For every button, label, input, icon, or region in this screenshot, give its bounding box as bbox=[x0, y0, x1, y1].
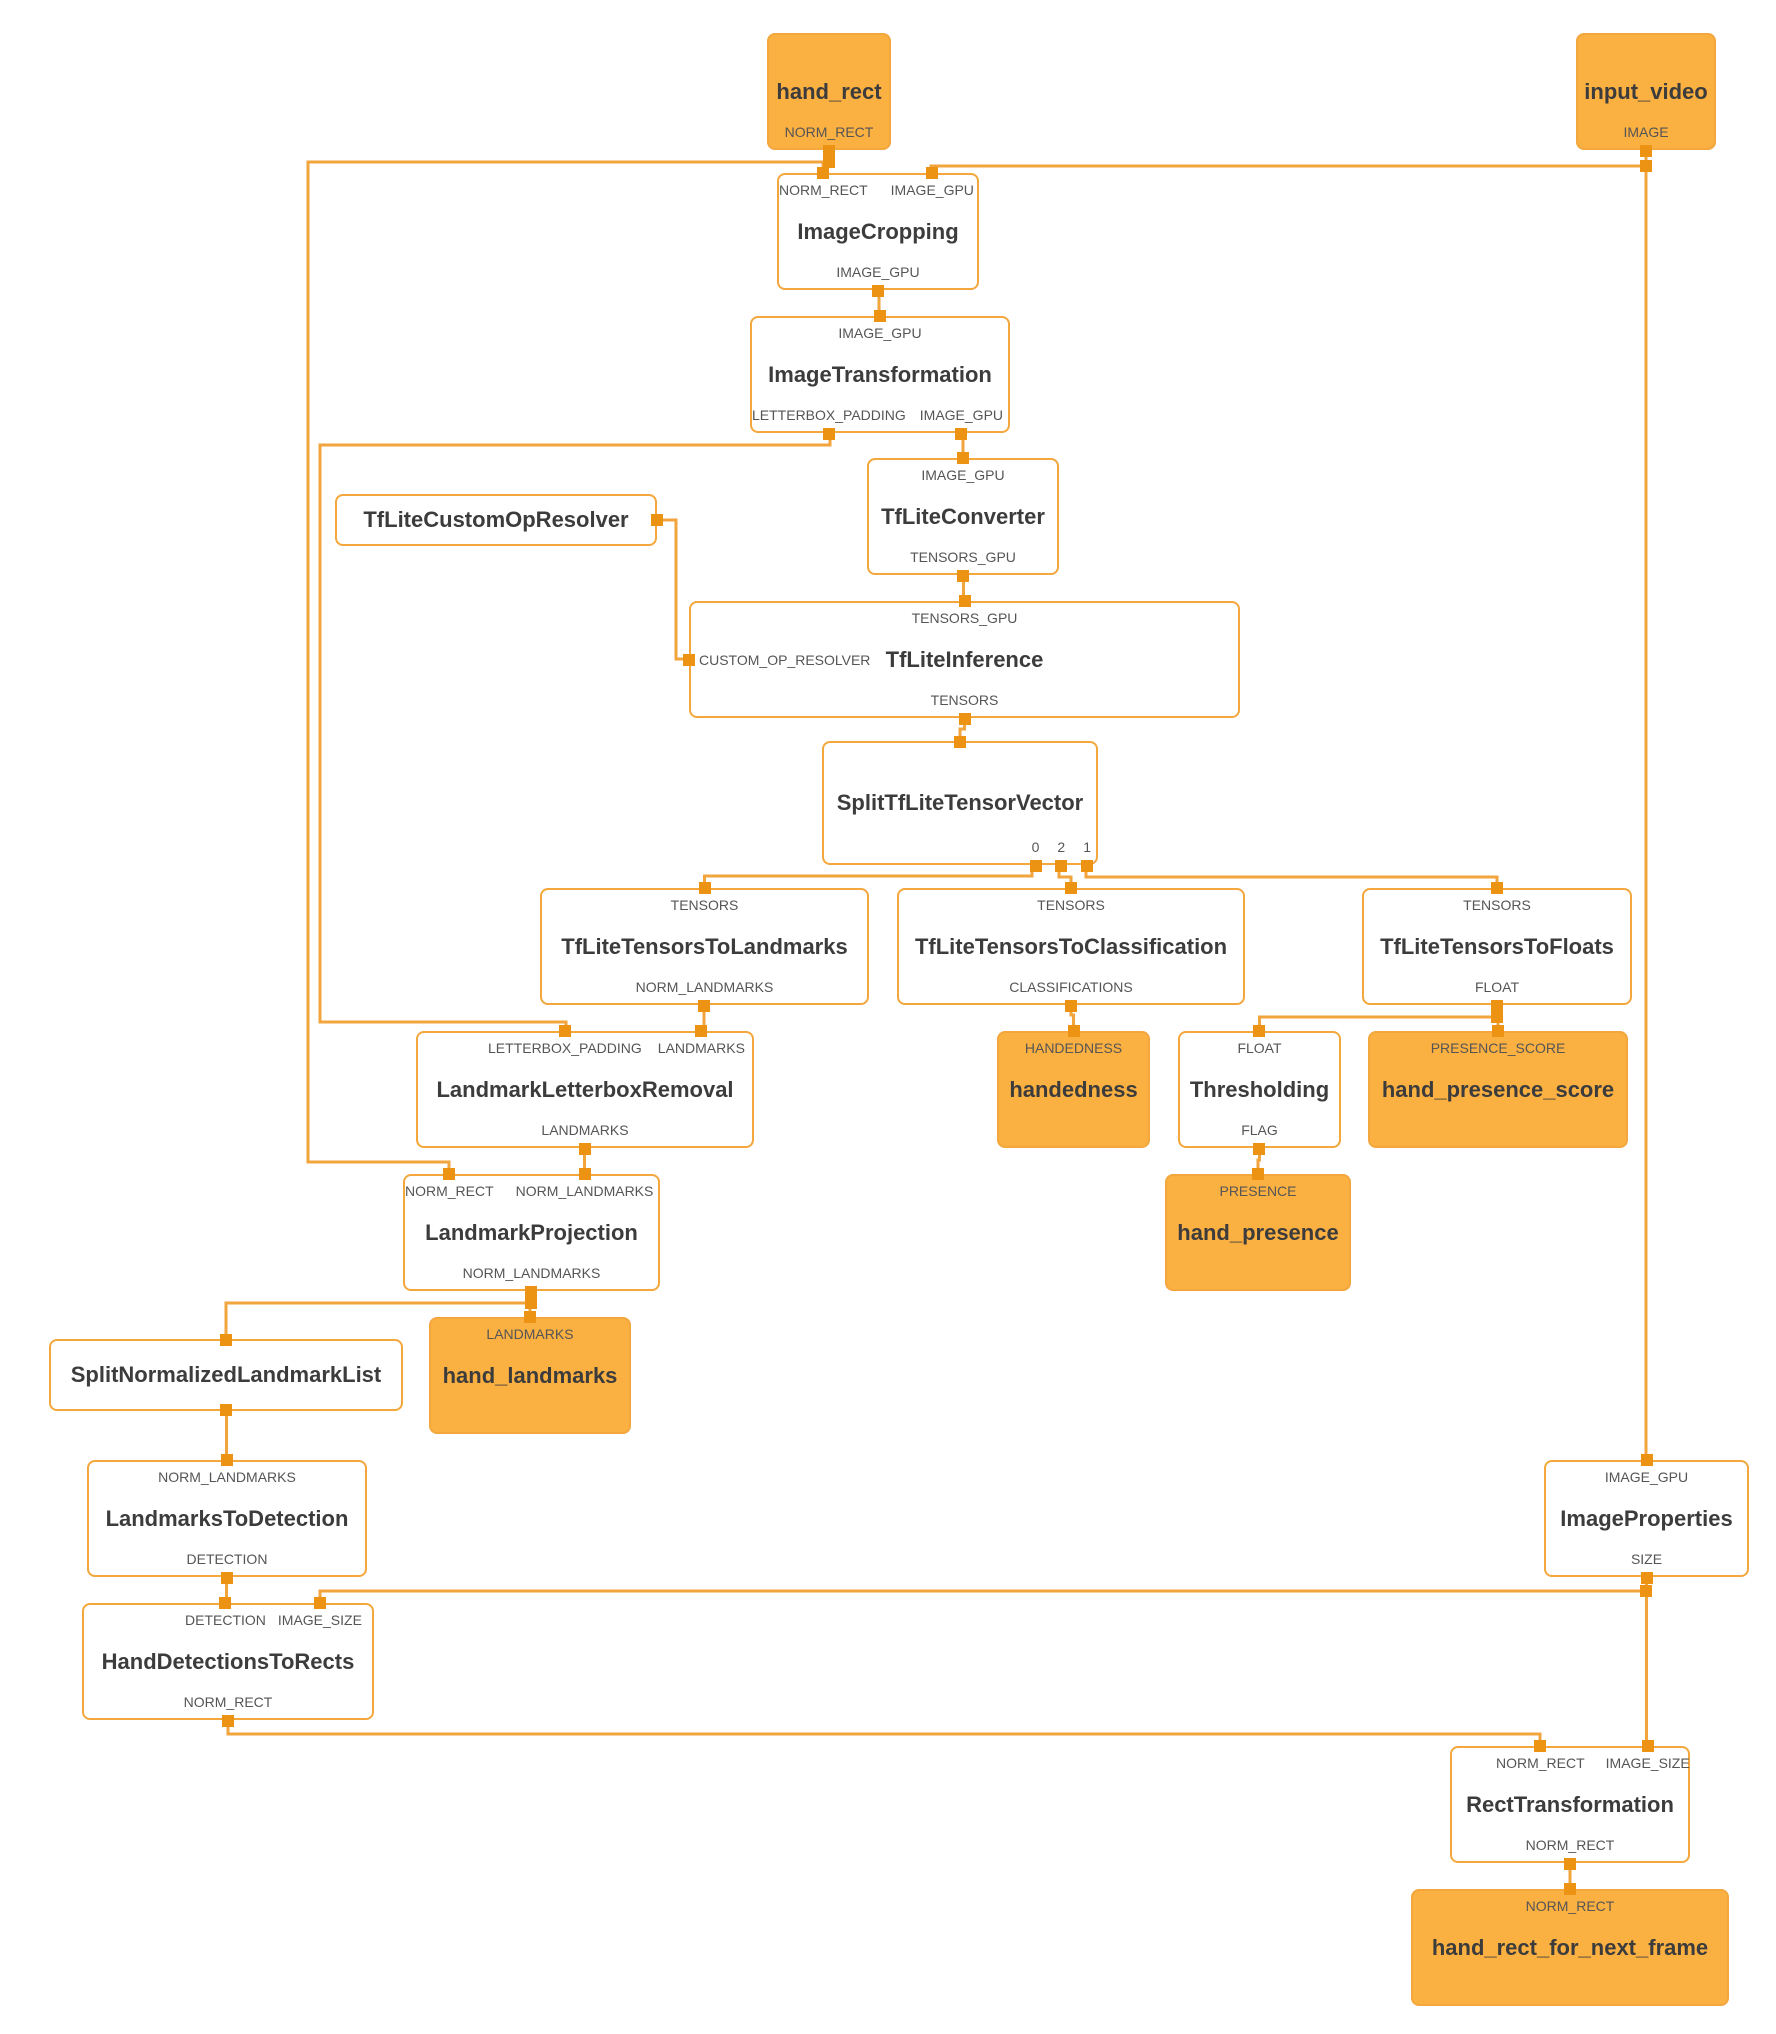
port-out: NORM_LANDMARKS bbox=[462, 1265, 601, 1298]
port-out: IMAGE_GPU bbox=[919, 407, 1004, 440]
node-title: HandDetectionsToRects bbox=[101, 1648, 355, 1674]
node-thresholding[interactable]: FLOAT Thresholding FLAG bbox=[1178, 1024, 1341, 1155]
port-in: CUSTOM_OP_RESOLVER bbox=[699, 651, 871, 668]
port-out: TENSORS_GPU bbox=[910, 549, 1016, 582]
port-out: CLASSIFICATIONS bbox=[1009, 979, 1133, 1012]
port-out: FLOAT bbox=[1474, 979, 1520, 1012]
node-title: handedness bbox=[1009, 1076, 1138, 1102]
node-split-normalized-landmark-list[interactable]: SplitNormalizedLandmarkList bbox=[49, 1334, 403, 1416]
node-title: TfLiteTensorsToClassification bbox=[914, 933, 1228, 959]
port-in: IMAGE_SIZE bbox=[1605, 1739, 1690, 1771]
port-in: FLOAT bbox=[1237, 1024, 1282, 1056]
node-title: LandmarksToDetection bbox=[105, 1505, 349, 1531]
port-out: NORM_LANDMARKS bbox=[635, 979, 774, 1012]
port-in: IMAGE_GPU bbox=[1604, 1453, 1689, 1485]
node-rect-transformation[interactable]: NORM_RECT IMAGE_SIZE RectTransformation … bbox=[1450, 1739, 1690, 1870]
node-tflite-inference[interactable]: TENSORS_GPU CUSTOM_OP_RESOLVER TfLiteInf… bbox=[683, 594, 1240, 725]
port-in: IMAGE_SIZE bbox=[277, 1596, 362, 1628]
port-out: TENSORS bbox=[930, 692, 999, 725]
node-title: hand_rect bbox=[776, 78, 882, 104]
port-in: NORM_RECT bbox=[779, 166, 868, 198]
port-in: NORM_LANDMARKS bbox=[515, 1167, 654, 1199]
node-title: Thresholding bbox=[1189, 1076, 1330, 1102]
port-in: NORM_LANDMARKS bbox=[158, 1453, 296, 1485]
node-landmark-letterbox-removal[interactable]: LETTERBOX_PADDING LANDMARKS LandmarkLett… bbox=[416, 1024, 754, 1155]
port-marker bbox=[683, 653, 695, 666]
node-title: LandmarkLetterboxRemoval bbox=[436, 1076, 734, 1102]
node-hand-detections-to-rects[interactable]: DETECTION IMAGE_SIZE HandDetectionsToRec… bbox=[82, 1596, 374, 1727]
node-tflite-tensors-to-classification[interactable]: TENSORS TfLiteTensorsToClassification CL… bbox=[897, 881, 1245, 1012]
port-marker bbox=[651, 514, 663, 526]
node-image-properties[interactable]: IMAGE_GPU ImageProperties SIZE bbox=[1544, 1453, 1749, 1584]
port-in: PRESENCE bbox=[1219, 1167, 1297, 1199]
node-title: SplitNormalizedLandmarkList bbox=[70, 1362, 382, 1387]
port-in: NORM_RECT bbox=[405, 1167, 494, 1199]
node-title: input_video bbox=[1584, 78, 1708, 104]
node-title: hand_presence bbox=[1177, 1219, 1339, 1245]
node-tflite-tensors-to-landmarks[interactable]: TENSORS TfLiteTensorsToLandmarks NORM_LA… bbox=[540, 881, 869, 1012]
port-in: HANDEDNESS bbox=[1024, 1024, 1123, 1056]
port-out: IMAGE_GPU bbox=[836, 264, 920, 297]
node-hand-rect[interactable]: hand_rect NORM_RECT bbox=[767, 33, 891, 157]
port-in: TENSORS bbox=[1463, 881, 1531, 913]
node-landmark-projection[interactable]: NORM_RECT NORM_LANDMARKS LandmarkProject… bbox=[403, 1167, 660, 1298]
port-in: IMAGE_GPU bbox=[838, 309, 922, 341]
port-marker bbox=[954, 736, 966, 748]
node-handedness[interactable]: HANDEDNESS handedness bbox=[997, 1024, 1150, 1148]
node-title: hand_rect_for_next_frame bbox=[1431, 1934, 1709, 1960]
port-out: DETECTION bbox=[186, 1551, 268, 1584]
node-title: hand_presence_score bbox=[1381, 1076, 1615, 1102]
node-title: TfLiteTensorsToLandmarks bbox=[561, 933, 848, 959]
port-in: IMAGE_GPU bbox=[890, 166, 974, 198]
node-title: hand_landmarks bbox=[442, 1362, 618, 1388]
node-title: TfLiteTensorsToFloats bbox=[1380, 933, 1614, 959]
port-in: LANDMARKS bbox=[486, 1310, 574, 1342]
port-in: IMAGE_GPU bbox=[921, 451, 1005, 483]
node-landmarks-to-detection[interactable]: NORM_LANDMARKS LandmarksToDetection DETE… bbox=[87, 1453, 367, 1584]
node-title: ImageCropping bbox=[797, 218, 959, 244]
port-marker bbox=[220, 1334, 232, 1346]
node-hand-rect-for-next-frame[interactable]: NORM_RECT hand_rect_for_next_frame bbox=[1411, 1882, 1729, 2006]
node-title: LandmarkProjection bbox=[425, 1219, 638, 1245]
port-out: SIZE bbox=[1630, 1551, 1663, 1584]
node-tflite-tensors-to-floats[interactable]: TENSORS TfLiteTensorsToFloats FLOAT bbox=[1362, 881, 1632, 1012]
port-in: TENSORS bbox=[670, 881, 739, 913]
node-title: TfLiteInference bbox=[885, 646, 1044, 672]
node-title: ImageTransformation bbox=[768, 361, 992, 387]
port-out: NORM_RECT bbox=[1525, 1837, 1615, 1870]
node-split-tflite-tensor-vector[interactable]: SplitTfLiteTensorVector 0 2 1 bbox=[822, 736, 1098, 872]
port-in: TENSORS bbox=[1037, 881, 1105, 913]
node-title: SplitTfLiteTensorVector bbox=[836, 790, 1084, 815]
port-in: NORM_RECT bbox=[1496, 1739, 1585, 1771]
port-in: NORM_RECT bbox=[1525, 1882, 1615, 1914]
node-tflite-converter[interactable]: IMAGE_GPU TfLiteConverter TENSORS_GPU bbox=[867, 451, 1059, 582]
port-out: NORM_RECT bbox=[784, 124, 874, 157]
node-title: RectTransformation bbox=[1466, 1791, 1674, 1817]
port-out: IMAGE bbox=[1623, 124, 1669, 157]
port-out: 1 bbox=[1081, 839, 1093, 872]
node-image-transformation[interactable]: IMAGE_GPU ImageTransformation LETTERBOX_… bbox=[750, 309, 1010, 440]
port-out: FLAG bbox=[1241, 1122, 1278, 1155]
port-in: TENSORS_GPU bbox=[911, 594, 1018, 626]
port-in: PRESENCE_SCORE bbox=[1430, 1024, 1566, 1056]
port-out: LANDMARKS bbox=[541, 1122, 629, 1155]
port-out: NORM_RECT bbox=[183, 1694, 273, 1727]
node-title: ImageProperties bbox=[1560, 1505, 1733, 1531]
node-tflite-custom-op-resolver[interactable]: TfLiteCustomOpResolver bbox=[335, 494, 663, 546]
node-title: TfLiteCustomOpResolver bbox=[363, 507, 629, 532]
node-input-video[interactable]: input_video IMAGE bbox=[1576, 33, 1716, 157]
node-hand-presence-score[interactable]: PRESENCE_SCORE hand_presence_score bbox=[1368, 1024, 1628, 1148]
node-title: TfLiteConverter bbox=[881, 503, 1045, 529]
port-out: 2 bbox=[1055, 839, 1068, 872]
port-in: DETECTION bbox=[185, 1596, 266, 1628]
node-hand-presence[interactable]: PRESENCE hand_presence bbox=[1165, 1167, 1351, 1291]
node-image-cropping[interactable]: NORM_RECT IMAGE_GPU ImageCropping IMAGE_… bbox=[777, 166, 979, 297]
node-hand-landmarks[interactable]: LANDMARKS hand_landmarks bbox=[429, 1310, 631, 1434]
port-in: LETTERBOX_PADDING bbox=[488, 1024, 642, 1056]
port-in: LANDMARKS bbox=[657, 1024, 745, 1056]
port-out: 0 bbox=[1029, 839, 1042, 872]
port-out: LETTERBOX_PADDING bbox=[752, 407, 906, 440]
port-marker bbox=[220, 1404, 232, 1416]
